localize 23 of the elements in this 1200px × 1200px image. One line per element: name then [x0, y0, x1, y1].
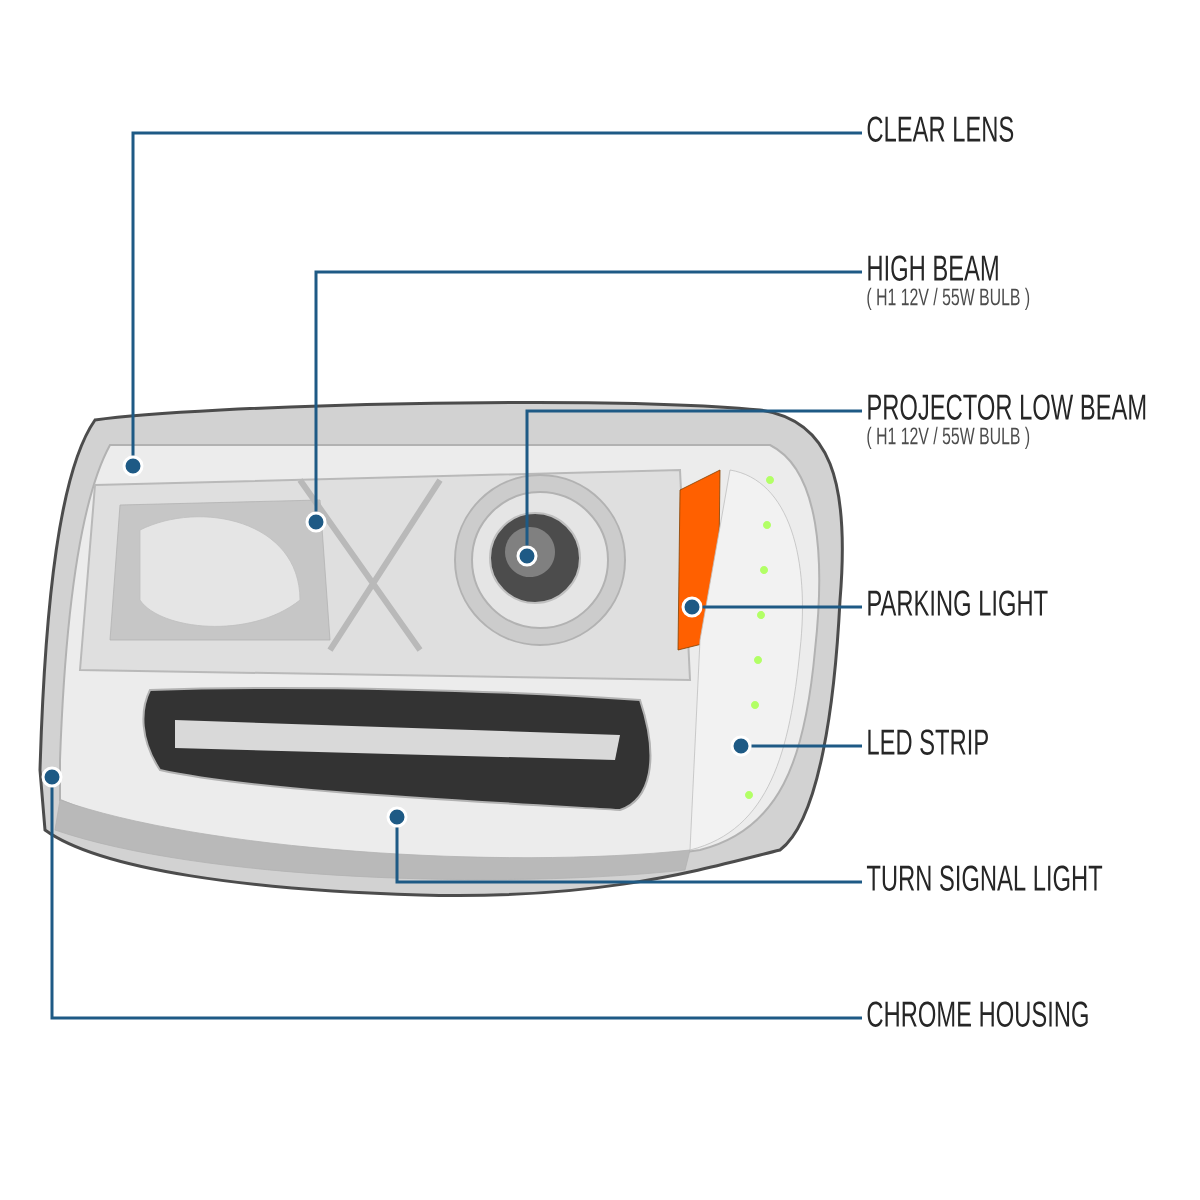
bulb-spec: ( H1 12V / 55W BULB ) [867, 426, 1030, 450]
part-label: HIGH BEAM [868, 255, 998, 281]
callout-dot [305, 511, 327, 533]
callout-dot [386, 806, 408, 828]
part-label: LED STRIP [868, 729, 988, 755]
leader-line [131, 131, 862, 456]
leader-line [751, 744, 862, 748]
callout-dot [681, 596, 703, 618]
leader-line [50, 787, 862, 1020]
callout-dot [730, 735, 752, 757]
callout-dot [41, 766, 63, 788]
part-label: PARKING LIGHT [868, 590, 1048, 616]
leader-line [702, 605, 862, 609]
part-label: CHROME HOUSING [867, 1001, 1088, 1027]
leader-line [314, 270, 862, 512]
bulb-spec: ( H1 12V / 55W BULB ) [867, 287, 1030, 311]
leader-line [395, 827, 862, 884]
part-label: PROJECTOR LOW BEAM [868, 394, 1146, 420]
leader-line [525, 409, 862, 546]
callout-dot [122, 455, 144, 477]
part-label: TURN SIGNAL LIGHT [866, 865, 1103, 891]
part-label: CLEAR LENS [867, 116, 1014, 142]
callout-dot [516, 545, 538, 567]
